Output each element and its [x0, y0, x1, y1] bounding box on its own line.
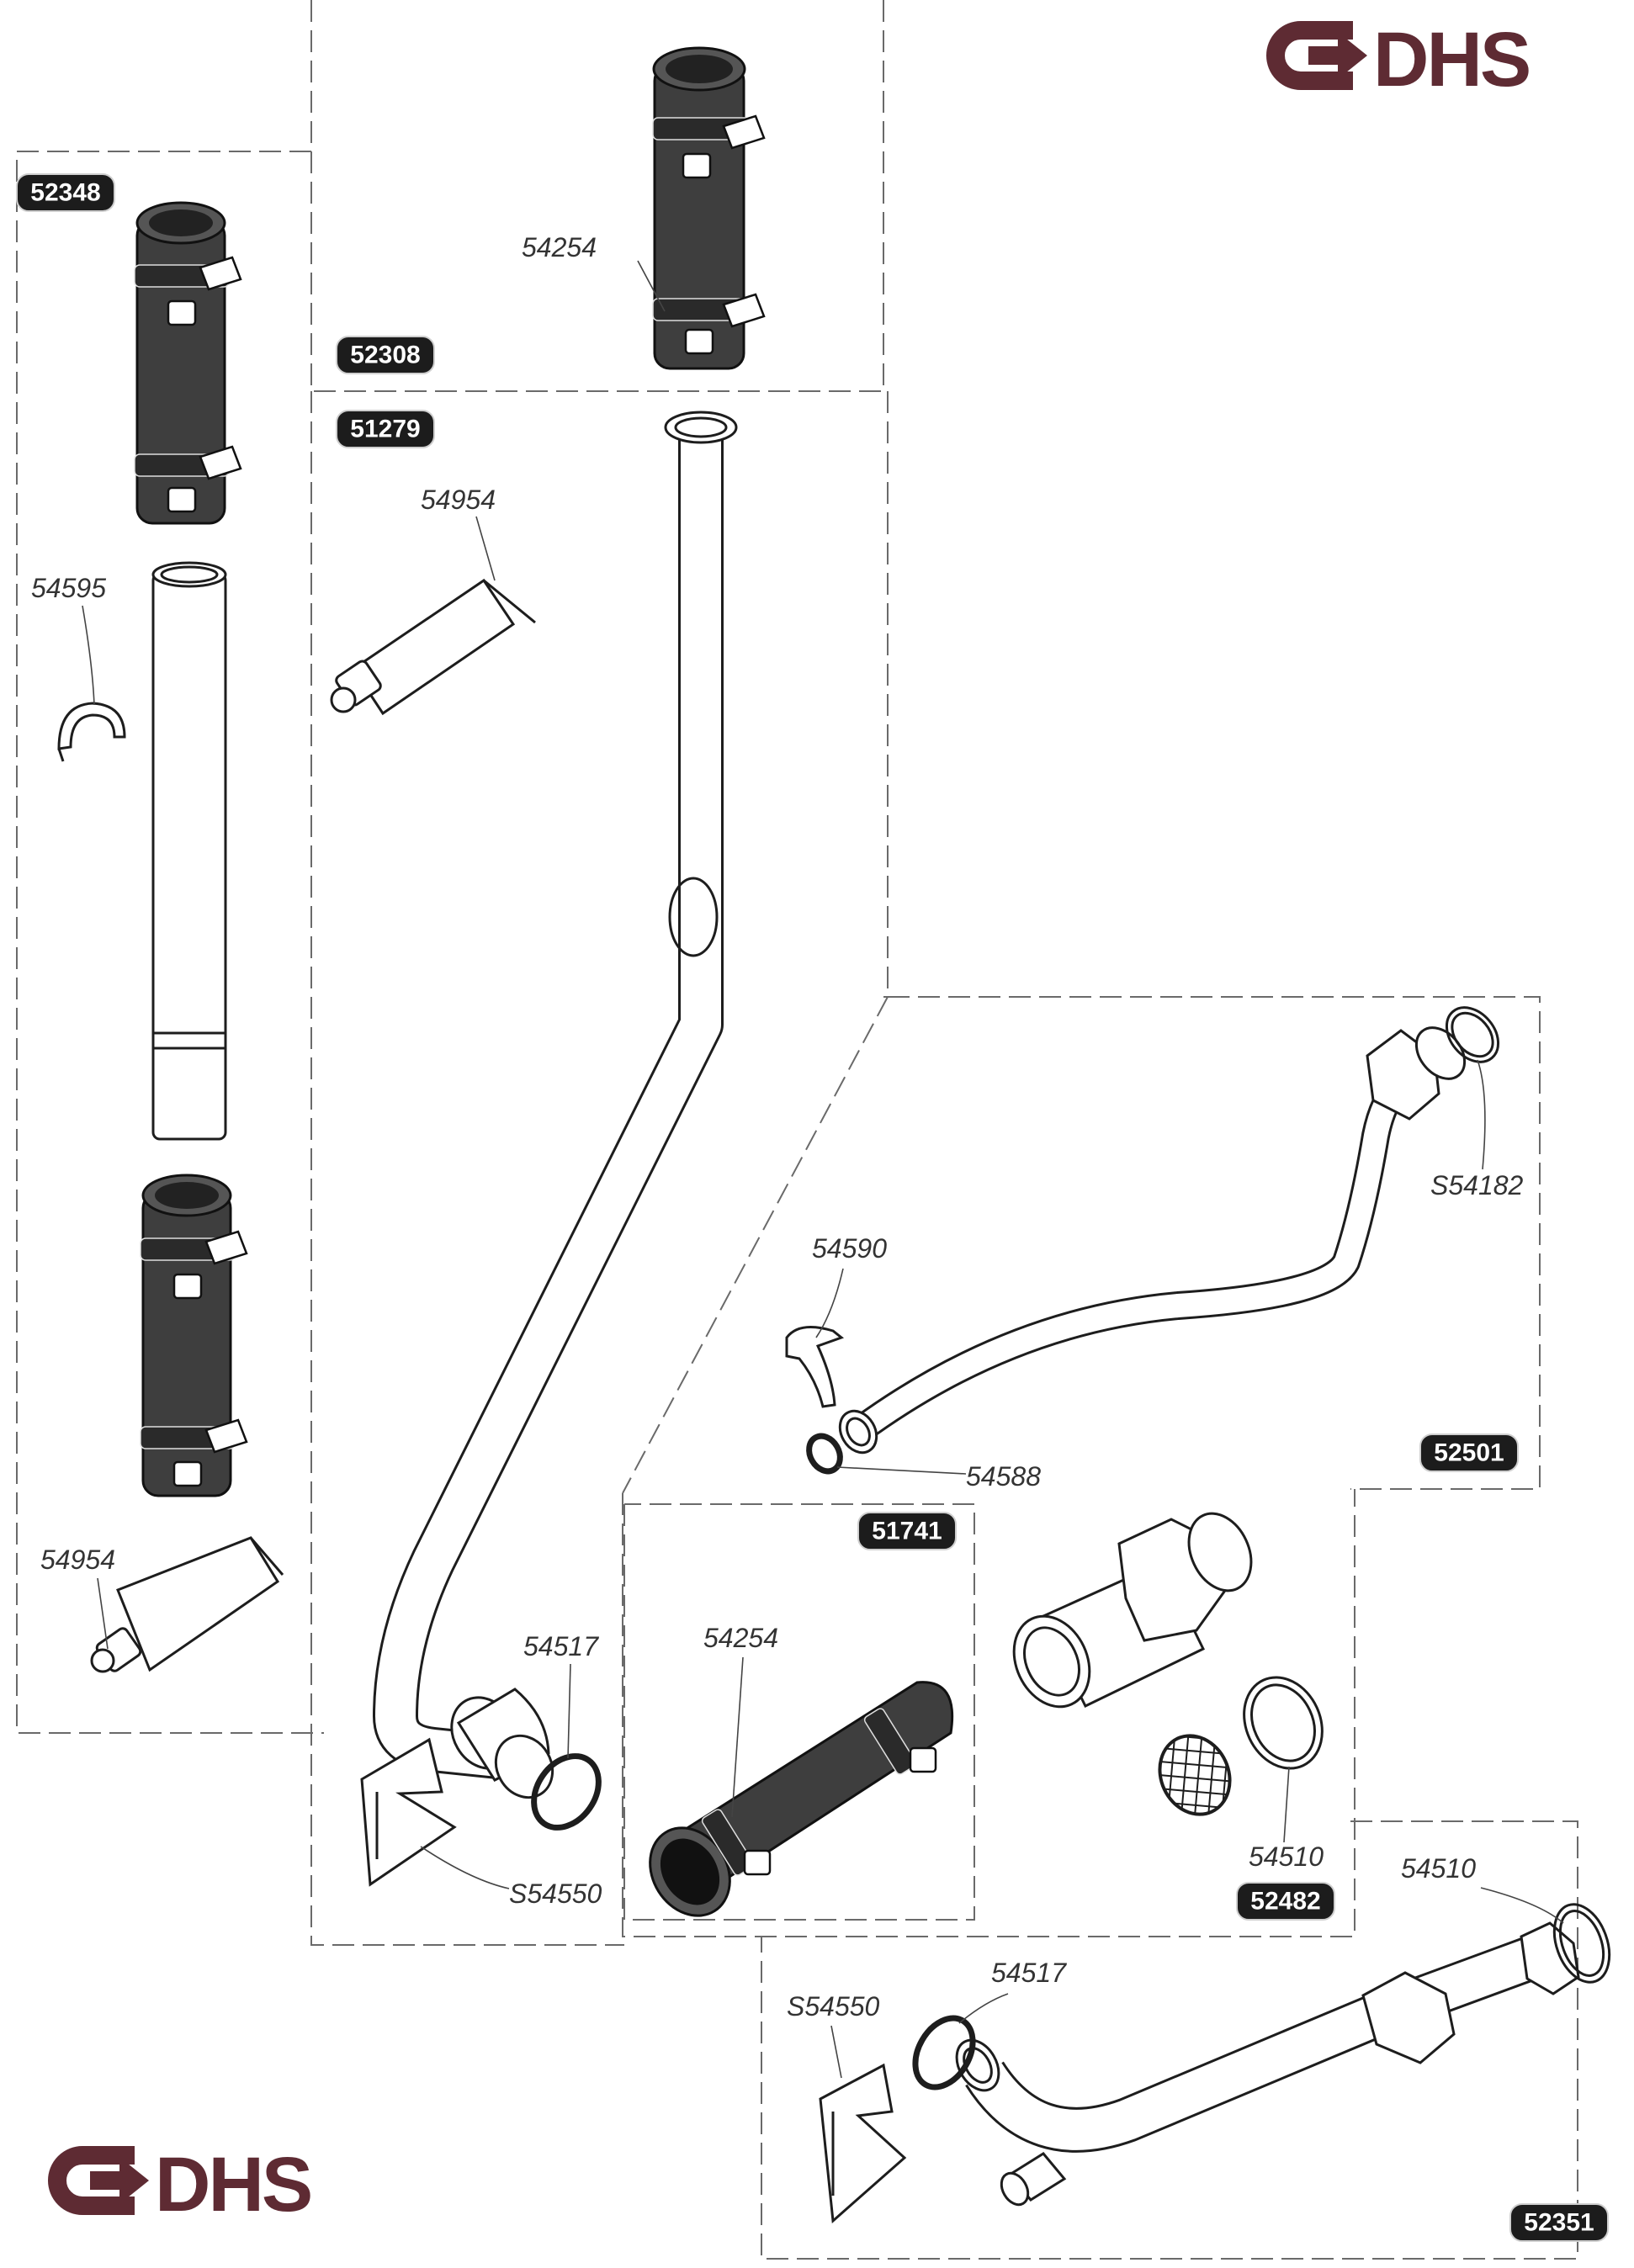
dhs-logo-icon: DHS — [1266, 17, 1531, 103]
kit-badge-52348: 52348 — [16, 173, 115, 212]
group-boxes — [16, 0, 1578, 2260]
svg-text:DHS: DHS — [1373, 17, 1529, 103]
hose-sleeve-icon — [140, 1174, 248, 1497]
part-label: 54254 — [703, 1623, 778, 1653]
o-ring-icon — [806, 1433, 843, 1475]
part-label: 54590 — [812, 1233, 887, 1264]
svg-text:52348: 52348 — [30, 179, 100, 207]
fitting-icon — [450, 1688, 554, 1799]
svg-text:52308: 52308 — [350, 342, 420, 369]
part-label: 54510 — [1401, 1853, 1476, 1884]
kit-badge-52482: 52482 — [1236, 1882, 1335, 1921]
svg-text:52501: 52501 — [1434, 1439, 1504, 1467]
o-ring-icon — [1445, 1006, 1500, 1063]
part-label: 54954 — [421, 485, 496, 515]
part-label: 54954 — [40, 1545, 115, 1575]
kit-badge-52351: 52351 — [1509, 2203, 1609, 2242]
bracket-icon — [819, 2063, 907, 2224]
svg-text:52351: 52351 — [1524, 2209, 1594, 2237]
kit-badge-52308: 52308 — [336, 336, 435, 374]
clip-icon — [785, 1326, 845, 1408]
hose-sleeve-icon — [134, 201, 242, 525]
fitting-icon — [1366, 1026, 1467, 1121]
part-labels: 54254 54595 54954 54954 54590 S54182 545… — [31, 232, 1524, 2022]
part-label: 54588 — [966, 1461, 1041, 1492]
bracket-icon — [360, 1737, 457, 1887]
pipe-icon — [151, 561, 227, 1141]
part-label: S54550 — [509, 1879, 602, 1909]
part-label: S54182 — [1430, 1170, 1524, 1200]
grease-tube-icon — [330, 578, 536, 716]
o-ring-icon — [531, 1753, 602, 1831]
svg-text:51279: 51279 — [350, 416, 420, 443]
hose-sleeve-icon — [649, 1681, 954, 1917]
part-label: S54550 — [787, 1991, 880, 2022]
part-label: 54254 — [522, 232, 597, 262]
strainer-icon — [1158, 1734, 1232, 1816]
part-label: 54517 — [523, 1631, 599, 1661]
fitting-icon — [1012, 1512, 1253, 1709]
svg-text:DHS: DHS — [155, 2142, 310, 2228]
o-ring-icon — [1243, 1676, 1324, 1770]
kit-badge-51741: 51741 — [857, 1512, 957, 1550]
svg-text:52482: 52482 — [1250, 1888, 1320, 1916]
kit-badges: 52348 52308 51279 52501 51741 52482 5235… — [16, 173, 1609, 2242]
pipe-icon — [838, 1066, 1416, 1455]
kit-badge-51279: 51279 — [336, 410, 435, 448]
svg-text:51741: 51741 — [872, 1518, 942, 1545]
fitting-icon — [1361, 1921, 1580, 2064]
dhs-logo-icon: DHS — [48, 2142, 313, 2228]
pipe-icon — [955, 1930, 1557, 2207]
pipe-icon — [373, 411, 738, 1779]
o-ring-icon — [1552, 1903, 1611, 1984]
clip-icon — [57, 702, 126, 762]
part-label: 54510 — [1249, 1841, 1324, 1872]
kit-badge-52501: 52501 — [1419, 1433, 1519, 1472]
grease-tube-icon — [90, 1536, 284, 1673]
part-label: 54595 — [31, 573, 106, 603]
hose-sleeve-icon — [652, 46, 766, 370]
leader-lines — [82, 260, 1564, 2079]
part-label: 54517 — [991, 1958, 1067, 1988]
